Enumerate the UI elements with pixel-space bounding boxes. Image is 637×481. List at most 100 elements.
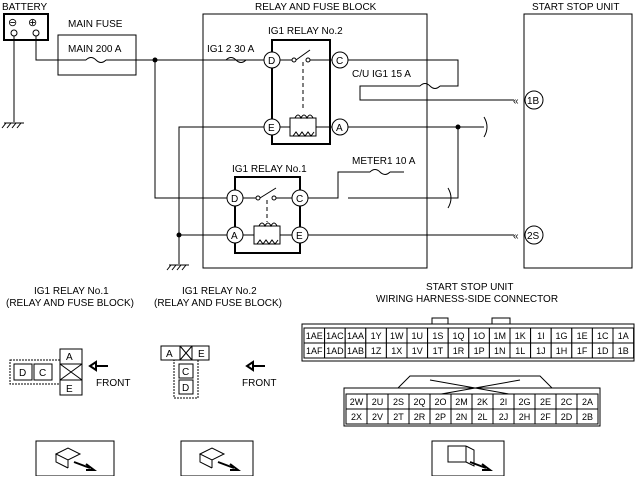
battery-plus-icon: ⊕ xyxy=(28,17,37,29)
ssu2-pin: 2D xyxy=(561,412,573,422)
cu-fuse-label: C/U IG1 15 A xyxy=(352,69,411,80)
r1-pin-e: E xyxy=(66,384,73,395)
ssu1-pin: 1W xyxy=(390,331,404,341)
ssu1-pin: 1S xyxy=(432,331,443,341)
relay2-connector-face: A E C D xyxy=(160,345,210,399)
r2-pin-d: D xyxy=(182,383,189,394)
ssu2-pin: 2T xyxy=(393,412,404,422)
relay1-label: IG1 RELAY No.1 xyxy=(232,164,307,175)
relay-block-label: RELAY AND FUSE BLOCK xyxy=(255,2,377,13)
ssu1-pin: 1Z xyxy=(371,346,382,356)
wire-continues-icon xyxy=(447,187,452,209)
ssu2-pin: 2X xyxy=(351,412,362,422)
relay1-switch-icon xyxy=(243,187,292,201)
ssu1-pin: 1Q xyxy=(452,331,464,341)
ssu2-pin: 2L xyxy=(477,412,487,422)
ssu2-pin: 2W xyxy=(350,397,364,407)
ssu2-pin: 2K xyxy=(477,397,488,407)
ssu2-pin: 2O xyxy=(434,397,446,407)
relay-block-outline xyxy=(202,13,428,269)
relay2-c-label: C xyxy=(336,56,343,67)
ssu1-pin: 1AD xyxy=(326,346,344,356)
battery-positive-wire xyxy=(35,36,58,61)
ssu1-pin: 1T xyxy=(433,346,444,356)
r1-conn-sub: (RELAY AND FUSE BLOCK) xyxy=(6,298,134,309)
ssu2-pin: 2I xyxy=(500,397,508,407)
ssu2-pin: 2Q xyxy=(413,397,425,407)
relay2-housing xyxy=(271,39,331,145)
r2-pin-a: A xyxy=(166,349,173,360)
battery-plus-terminal xyxy=(32,29,40,37)
relay1-coil-icon xyxy=(243,222,292,245)
fuse-icon xyxy=(419,83,441,89)
ssu1-pin: 1O xyxy=(473,331,485,341)
ssu-conn-title: START STOP UNIT xyxy=(426,282,513,293)
relay1-e-label: E xyxy=(296,231,303,242)
ssu-terminal-1b xyxy=(524,90,544,110)
ssu2-pin: 2E xyxy=(540,397,551,407)
ssu1-pin: 1E xyxy=(577,331,588,341)
ssu1-pin: 1K xyxy=(515,331,526,341)
ssu1-pin: 1G xyxy=(555,331,567,341)
r2-pin-c: C xyxy=(182,367,189,378)
ssu2-pin: 2A xyxy=(582,397,593,407)
ssu1-pin: 1R xyxy=(453,346,465,356)
ssu2-cell xyxy=(576,408,599,425)
ssu2-pin: 2J xyxy=(499,412,509,422)
r1-pin-c: C xyxy=(39,368,46,379)
ssu1-pin: 1X xyxy=(391,346,402,356)
ssu1-pin: 1AE xyxy=(306,331,323,341)
relay1-a-label: A xyxy=(231,231,238,242)
ssu2-pin: 2H xyxy=(519,412,531,422)
relay1-connector-face: D C A E xyxy=(9,348,83,396)
r2-conn-title: IG1 RELAY No.2 xyxy=(182,286,257,297)
relay2-coil-icon xyxy=(280,114,332,137)
relay1-feed-wire xyxy=(154,60,225,199)
ssu-conn-sub: WIRING HARNESS-SIDE CONNECTOR xyxy=(376,294,558,305)
fuse-icon xyxy=(85,57,107,63)
main-fuse-rating: MAIN 200 A xyxy=(68,44,122,55)
r2-pin-e: E xyxy=(198,349,205,360)
ssu2-pin: 2N xyxy=(456,412,468,422)
ssu1-pin: 1L xyxy=(515,346,525,356)
relay2-a-label: A xyxy=(336,123,343,134)
ssu2-pin: 2M xyxy=(455,397,468,407)
battery-minus-terminal xyxy=(10,29,18,37)
ssu-label: START STOP UNIT xyxy=(532,2,619,13)
ssu1-pin: 1U xyxy=(412,331,424,341)
ssu2-pin: 2R xyxy=(414,412,426,422)
main-fuse-box xyxy=(57,34,137,76)
ssu2-pin: 2B xyxy=(582,412,593,422)
ssu1-pin: 1Y xyxy=(371,331,382,341)
fuse-icon xyxy=(225,57,247,63)
ssu1-pin: 1AA xyxy=(347,331,364,341)
relay2-label: IG1 RELAY No.2 xyxy=(268,26,343,37)
front-label: FRONT xyxy=(96,378,130,389)
relay1-c-label: C xyxy=(296,194,303,205)
ssu1-pin: 1D xyxy=(597,346,609,356)
ssu-outline xyxy=(523,13,633,269)
main-fuse-label: MAIN FUSE xyxy=(68,19,123,30)
relay2-connector-illustration xyxy=(180,440,254,477)
ssu1-pin: 1AF xyxy=(306,346,323,356)
ssu2-pin: 2U xyxy=(372,397,384,407)
ssu2-pin: 2G xyxy=(518,397,530,407)
ground-icon xyxy=(1,122,24,129)
r1-pin-a: A xyxy=(66,352,73,363)
ssu2-pin: 2F xyxy=(540,412,551,422)
ssu1-pin: 1F xyxy=(577,346,588,356)
ssu1-pin: 1B xyxy=(618,346,629,356)
connector-arrow-icon: « xyxy=(513,96,519,107)
r2-conn-sub: (RELAY AND FUSE BLOCK) xyxy=(154,298,282,309)
relay2-e-label: E xyxy=(268,123,275,134)
ssu1-pin: 1H xyxy=(556,346,568,356)
ssu1-pin: 1AC xyxy=(326,331,344,341)
battery-label: BATTERY xyxy=(2,2,48,13)
front-arrow-icon xyxy=(245,360,265,372)
ssu1-pin: 1J xyxy=(536,346,546,356)
ssu2-pin: 2P xyxy=(435,412,446,422)
battery-symbol xyxy=(3,13,49,41)
